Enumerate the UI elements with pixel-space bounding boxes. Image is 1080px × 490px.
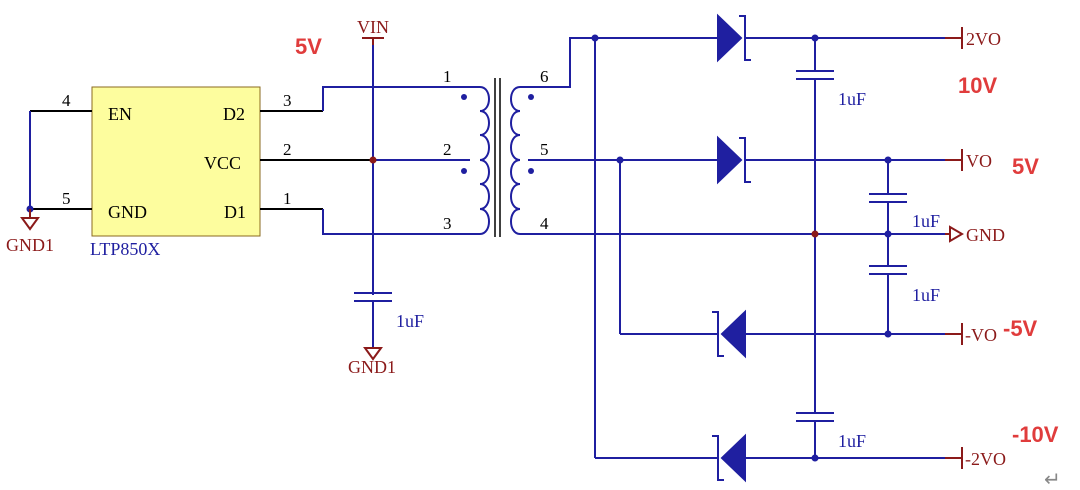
chip-body — [91, 86, 261, 237]
output-neg-2vo: -2VO -10V — [945, 422, 1059, 469]
diode-negvo — [712, 309, 746, 359]
vin-net: VIN 5V — [295, 17, 389, 59]
pin-number-gnd: 5 — [62, 189, 71, 208]
out-2vo-label: 2VO — [966, 29, 1001, 49]
diode-neg2vo-triangle — [720, 433, 746, 483]
diode-neg2vo — [712, 433, 746, 483]
junction-vin-vcc — [369, 156, 377, 164]
capacitor-out-mid-lower: 1uF — [869, 265, 940, 305]
dot-secondary-5 — [528, 168, 534, 174]
transformer-pin-5: 5 — [540, 140, 549, 159]
chip-leads: 4 5 3 2 1 — [30, 91, 370, 210]
output-vo: VO 5V — [945, 149, 1039, 179]
chip-pin-en-label: EN — [108, 104, 132, 124]
voltage-negvo: -5V — [1003, 316, 1038, 341]
diode-vo — [717, 135, 751, 185]
wire-d2-to-primary-1 — [322, 86, 470, 111]
junction-cap-top — [811, 34, 819, 42]
voltage-vo: 5V — [1012, 154, 1039, 179]
transformer-pin-1: 1 — [443, 67, 452, 86]
cap-out-top-value: 1uF — [838, 89, 866, 109]
junction-vo — [884, 156, 892, 164]
junction-cap-bottom — [811, 454, 819, 462]
transformer-pin-2: 2 — [443, 140, 452, 159]
capacitor-out-mid-upper: 1uF — [869, 193, 940, 231]
chip-name: LTP850X — [90, 239, 160, 259]
diode-2vo-triangle — [717, 13, 743, 63]
dot-secondary-6 — [528, 94, 534, 100]
out-negvo-label: -VO — [965, 325, 997, 345]
chip-pin-vcc-label: VCC — [204, 153, 241, 173]
diode-neg2vo-bar — [712, 435, 724, 481]
cap-mid-upper-value: 1uF — [912, 211, 940, 231]
voltage-2vo: 10V — [958, 73, 997, 98]
diode-2vo-bar — [739, 15, 751, 61]
transformer-pin-3: 3 — [443, 214, 452, 233]
out-gnd-symbol — [949, 225, 964, 243]
gnd1-cap: GND1 — [348, 347, 396, 377]
cap-mid-lower-value: 1uF — [912, 285, 940, 305]
cap-input-value: 1uF — [396, 311, 424, 331]
transformer-pin-4: 4 — [540, 214, 549, 233]
pin-number-en: 4 — [62, 91, 71, 110]
pin-number-d2: 3 — [283, 91, 292, 110]
return-mark-icon: ↵ — [1044, 467, 1061, 490]
transformer-primary-winding — [470, 86, 490, 235]
chip-pin-gnd-label: GND — [108, 202, 147, 222]
transformer-secondary-winding — [510, 86, 528, 235]
chip-pin-d1-label: D1 — [224, 202, 246, 222]
out-vo-label: VO — [966, 151, 992, 171]
vin-label: VIN — [357, 17, 389, 37]
out-neg2vo-label: -2VO — [965, 449, 1006, 469]
dot-primary-2 — [461, 168, 467, 174]
chip-ltp850x: EN GND D2 VCC D1 LTP850X — [90, 86, 261, 259]
junction-negvo — [884, 330, 892, 338]
transformer-pin-6: 6 — [540, 67, 549, 86]
gnd1-cap-label: GND1 — [348, 357, 396, 377]
voltage-input: 5V — [295, 34, 322, 59]
dot-primary-1 — [461, 94, 467, 100]
capacitor-input: 1uF — [354, 292, 424, 331]
capacitor-out-top: 1uF — [796, 70, 866, 109]
junction-cap-gnd — [811, 230, 819, 238]
gnd1-left-symbol — [20, 217, 40, 231]
transformer: 1 2 3 6 5 4 — [443, 67, 549, 237]
secondary-wiring — [528, 34, 945, 462]
output-gnd: GND — [945, 225, 1005, 245]
diode-negvo-triangle — [720, 309, 746, 359]
capacitor-out-bottom: 1uF — [796, 412, 866, 451]
pin-number-vcc: 2 — [283, 140, 292, 159]
primary-wiring — [322, 38, 470, 348]
gnd1-cap-symbol — [363, 347, 383, 361]
wire-pin6-rise — [528, 37, 595, 88]
junction-gnd-mid — [884, 230, 892, 238]
diode-2vo — [717, 13, 751, 63]
chip-pin-d2-label: D2 — [223, 104, 245, 124]
diode-vo-bar — [739, 137, 751, 183]
en-gnd-tie: GND1 — [6, 111, 54, 255]
wire-d1-to-primary-3 — [322, 209, 470, 235]
output-neg-vo: -VO -5V — [945, 316, 1038, 345]
voltage-neg2vo: -10V — [1012, 422, 1059, 447]
cap-out-bottom-value: 1uF — [838, 431, 866, 451]
pin-number-d1: 1 — [283, 189, 292, 208]
diode-vo-triangle — [717, 135, 743, 185]
gnd1-left-label: GND1 — [6, 235, 54, 255]
diode-negvo-bar — [712, 311, 724, 357]
output-2vo: 2VO 10V — [945, 27, 1001, 98]
out-gnd-label: GND — [966, 225, 1005, 245]
